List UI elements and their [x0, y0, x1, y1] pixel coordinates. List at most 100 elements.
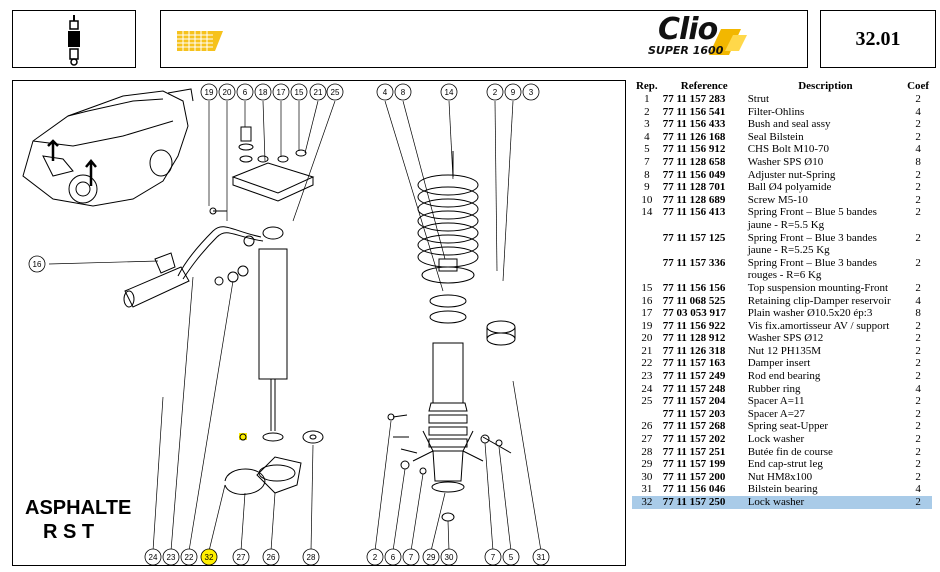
cell-rep: 23 — [641, 370, 653, 383]
cell-rep — [632, 232, 662, 257]
cell-rep: 9 — [644, 181, 650, 194]
cell-coef: 2 — [915, 130, 921, 143]
svg-text:16: 16 — [33, 260, 42, 269]
cell-rep: 27 — [641, 433, 653, 446]
cell-rep: 2 — [644, 105, 650, 118]
cell-desc: Spring seat-Upper — [747, 420, 829, 433]
cell-ref: 77 11 157 283 — [662, 93, 726, 105]
cell-rep: 32 — [632, 496, 662, 509]
cell-coef: 2 — [915, 118, 921, 131]
svg-text:17: 17 — [277, 88, 286, 97]
cell-rep: 16 — [641, 294, 653, 307]
cell-ref: 77 11 156 156 — [662, 281, 726, 294]
cell-rep: 24 — [641, 382, 653, 395]
svg-text:2: 2 — [493, 88, 498, 97]
callout-7b: 7 — [484, 548, 502, 566]
cell-desc: Spring Front – Blue 3 bandes jaune - R=5… — [747, 231, 877, 257]
cell-desc: Lock washer — [747, 433, 805, 446]
svg-text:25: 25 — [331, 88, 340, 97]
cell-ref: 77 11 157 250 — [661, 496, 747, 509]
cell-desc: Spacer A=11 — [747, 395, 805, 408]
callout-19: 19 — [200, 83, 218, 101]
cell-rep: 10 — [641, 193, 653, 206]
cell-coef: 2 — [915, 181, 921, 194]
svg-text:21: 21 — [314, 88, 323, 97]
cell-ref: 77 11 156 413 — [662, 206, 726, 219]
callout-32-highlighted: 32 — [200, 548, 218, 566]
table-row[interactable]: 26 77 11 157 268 Spring seat-Upper 2 — [632, 420, 932, 433]
shock-absorber-icon-box — [12, 10, 136, 68]
svg-text:32: 32 — [205, 553, 214, 562]
cell-coef: 2 — [915, 206, 921, 219]
cell-ref: 77 11 156 922 — [662, 319, 726, 332]
svg-text:24: 24 — [149, 553, 158, 562]
col-rep-header: Rep. — [635, 79, 658, 92]
col-ref-header: Reference — [680, 79, 728, 92]
callout-28: 28 — [302, 548, 320, 566]
callout-6b: 6 — [384, 548, 402, 566]
callout-4: 4 — [376, 83, 394, 101]
brand-logo: Clio — [658, 12, 718, 47]
callout-16: 16 — [28, 255, 46, 273]
cell-coef: 2 — [915, 470, 921, 483]
callout-22: 22 — [180, 548, 198, 566]
cell-coef: 2 — [915, 93, 921, 105]
diagram-caption-line1: ASPHALTE — [25, 497, 132, 519]
callout-18: 18 — [254, 83, 272, 101]
cell-desc: Rod end bearing — [747, 370, 821, 383]
callout-5: 5 — [502, 548, 520, 566]
svg-text:7: 7 — [409, 553, 414, 562]
callout-20: 20 — [218, 83, 236, 101]
cell-desc: Washer SPS Ø12 — [747, 332, 824, 345]
cell-coef: 2 — [915, 420, 921, 433]
callout-27: 27 — [232, 548, 250, 566]
cell-ref: 77 11 157 202 — [662, 433, 726, 446]
cell-ref: 77 11 126 168 — [662, 130, 726, 143]
svg-text:9: 9 — [511, 88, 516, 97]
cell-ref: 77 11 157 268 — [662, 420, 726, 433]
svg-text:6: 6 — [391, 553, 396, 562]
cell-ref: 77 11 157 163 — [662, 357, 726, 370]
svg-text:30: 30 — [445, 553, 454, 562]
cell-desc: Nut HM8x100 — [747, 470, 813, 483]
cell-rep: 22 — [641, 357, 653, 370]
cell-rep: 5 — [644, 143, 650, 156]
cell-desc: Vis fix.amortisseur AV / support — [747, 319, 890, 332]
cell-desc: Ball Ø4 polyamide — [747, 181, 832, 194]
cell-rep: 21 — [641, 344, 653, 357]
cell-ref: 77 11 157 203 — [662, 407, 726, 420]
svg-text:4: 4 — [383, 88, 388, 97]
cell-rep: 26 — [641, 420, 653, 433]
cell-ref: 77 11 157 336 — [662, 256, 726, 269]
